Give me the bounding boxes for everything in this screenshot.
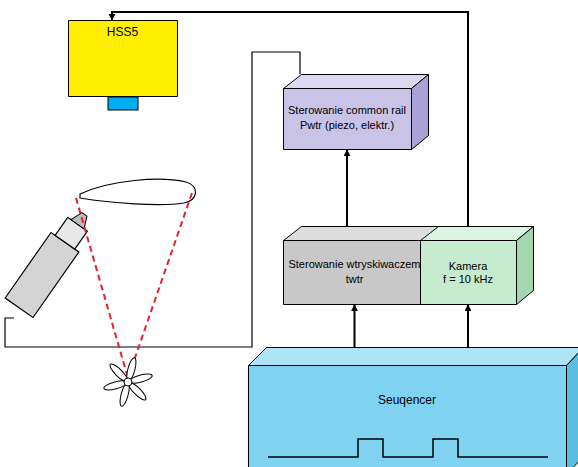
signal-arrow — [467, 305, 469, 347]
box-face — [284, 75, 429, 89]
box-face — [567, 348, 578, 467]
box-label: Seuqencer — [378, 393, 436, 407]
box-label: Kamera — [449, 260, 488, 273]
fan-symbol — [103, 357, 153, 407]
box-face — [69, 21, 178, 97]
camera-controller-box: Kameraf = 10 kHz — [420, 226, 534, 305]
box-front: Sterowanie wtryskiwaczem twtr — [283, 240, 426, 305]
controller-box: Sterowanie common railPwtr (piezo, elekt… — [283, 74, 429, 150]
signal-arrow — [346, 150, 348, 226]
spray-plume — [80, 179, 196, 204]
box-front: Kameraf = 10 kHz — [420, 240, 516, 305]
camera-box: HSS5 — [68, 20, 177, 97]
laser-sheet — [76, 198, 128, 378]
box-face — [284, 89, 412, 150]
laser-sheet — [128, 193, 192, 378]
box-face — [284, 227, 444, 241]
box-outline — [248, 347, 578, 467]
box-front: Sterowanie common railPwtr (piezo, elekt… — [283, 88, 411, 150]
box-front: HSS5 — [68, 20, 177, 97]
box-face — [421, 241, 517, 305]
box-face — [284, 241, 427, 305]
box-face — [249, 348, 578, 366]
box-label: Sterowanie wtryskiwaczem — [288, 258, 420, 271]
injector — [5, 205, 98, 318]
box-label: Sterowanie common rail — [288, 104, 406, 117]
box-label: HSS5 — [107, 26, 138, 39]
camera-lens — [108, 97, 138, 110]
box-face — [412, 75, 429, 150]
box-face — [517, 227, 534, 305]
box-label: twtr — [346, 273, 364, 286]
pulse-waveform — [268, 439, 548, 457]
box-face — [249, 366, 567, 467]
box-face — [421, 227, 534, 241]
box-label: Pwtr (piezo, elektr.) — [300, 119, 394, 132]
box-front: Seuqencer — [248, 365, 566, 467]
box-label: f = 10 kHz — [443, 273, 493, 286]
sequencer-box: Seuqencer — [248, 347, 578, 467]
controller-box: Sterowanie wtryskiwaczem twtr — [283, 226, 444, 305]
signal-arrow — [354, 305, 356, 347]
